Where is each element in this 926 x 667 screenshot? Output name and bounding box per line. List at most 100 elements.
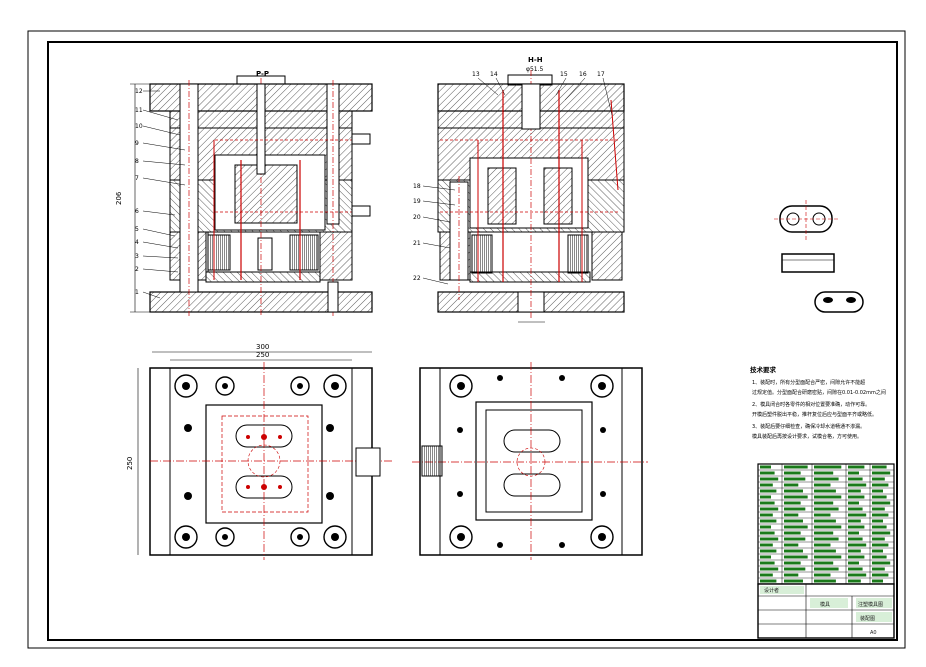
parts-list-cell-fill	[760, 483, 773, 487]
parts-list-cell-fill	[784, 555, 808, 559]
parts-list-cell-fill	[760, 525, 771, 529]
parts-list-cell-fill	[814, 567, 839, 571]
parts-list-cell-fill	[872, 489, 883, 493]
drawing-title: 注塑模具图	[858, 601, 883, 608]
plan-view-left: 300 250 250	[126, 343, 392, 560]
parts-list-cell-fill	[872, 555, 887, 559]
part-number: 12	[135, 88, 143, 95]
parts-list-cell-fill	[760, 561, 775, 565]
parts-list-cell-fill	[872, 567, 885, 571]
parts-list-cell-fill	[784, 537, 806, 541]
part-number: 9	[135, 140, 139, 147]
parts-list-cell-fill	[814, 477, 839, 481]
parts-list-cell-fill	[760, 471, 775, 475]
section-scale: φ51.5	[526, 66, 544, 73]
part-number: 11	[135, 107, 143, 114]
tech-note-line: 模具装配后再按设计要求，试模合格，方可使用。	[752, 433, 862, 440]
part-number: 22	[413, 275, 421, 282]
parts-list-cell-fill	[872, 501, 891, 505]
parts-list-cell-fill	[814, 537, 839, 541]
parts-list-cell-fill	[784, 495, 808, 499]
title-block: 设计者 模具 注塑模具图 装配图 A0	[757, 463, 895, 639]
parts-list-cell-fill	[848, 555, 865, 559]
part-number: 14	[490, 71, 498, 78]
parts-list-cell-fill	[814, 489, 836, 493]
parts-list-cell-fill	[848, 501, 859, 505]
tech-note-line: 开模后塑件脱出平稳，推杆复位后应与型面平齐或略低。	[752, 411, 877, 418]
parts-list-cell-fill	[872, 531, 891, 535]
parts-list-cell-fill	[760, 495, 771, 499]
technical-requirements: 技术要求 1、装配时，所有分型面配合严密，间隙允许不能超 过规定值。分型面配合研…	[750, 365, 886, 440]
parts-list-cell-fill	[848, 549, 861, 553]
part-numbers-left: 12 11 10 9 8 7 6 5 4 3 2 1	[135, 88, 186, 299]
front-section-view: P-P	[115, 70, 373, 316]
part-number: 16	[579, 71, 587, 78]
parts-list-cell-fill	[814, 549, 836, 553]
parts-list-cell-fill	[872, 525, 887, 529]
parts-list-cell-fill	[848, 477, 863, 481]
part-label: 模具	[820, 601, 830, 608]
parts-list-cell-fill	[760, 549, 777, 553]
section-label-front: P-P	[256, 70, 269, 78]
parts-list-cell-fill	[814, 531, 834, 535]
parts-list-cell-fill	[848, 471, 859, 475]
parts-list-cell-fill	[784, 561, 801, 565]
parts-list-cell-fill	[760, 531, 775, 535]
part-number: 5	[135, 226, 139, 233]
parts-list-cell-fill	[760, 501, 775, 505]
parts-list-cell-fill	[760, 507, 779, 511]
parts-list-cell-fill	[872, 477, 885, 481]
parts-list-cell-fill	[814, 543, 831, 547]
parts-list-cell-fill	[848, 525, 865, 529]
inner-frame	[47, 41, 898, 641]
parts-list-cell-fill	[848, 507, 863, 511]
parts-list-cell-fill	[872, 483, 889, 487]
parts-list-cell-fill	[872, 471, 891, 475]
parts-list-cell-fill	[784, 573, 799, 577]
parts-list-cell-fill	[872, 495, 887, 499]
parts-list-cell-fill	[784, 471, 801, 475]
parts-list-cell-fill	[848, 489, 861, 493]
parts-list-cell-fill	[848, 537, 863, 541]
parts-list-cell-fill	[814, 525, 842, 529]
part-number: 17	[597, 71, 605, 78]
plan-view-right	[412, 362, 648, 560]
parts-list-cell-fill	[760, 567, 779, 571]
part-isometric-sketches	[774, 200, 864, 313]
outer-frame	[27, 30, 906, 649]
parts-list-cell-fill	[872, 579, 883, 583]
tech-note-line: 过规定值。分型面配合研磨密贴，间隙在0.01-0.02mm之间	[752, 389, 886, 396]
part-number: 4	[135, 239, 139, 246]
part-number: 10	[135, 123, 143, 130]
parts-list-cell-fill	[784, 519, 803, 523]
parts-list-cell-fill	[848, 543, 867, 547]
parts-list-cell-fill	[760, 555, 771, 559]
parts-list-cell-fill	[872, 543, 889, 547]
parts-list-cell-fill	[760, 579, 777, 583]
tech-note-line: 1、装配时，所有分型面配合严密，间隙允许不能超	[752, 379, 865, 386]
tech-notes-title: 技术要求	[750, 365, 777, 374]
parts-list-cell-fill	[784, 507, 806, 511]
parts-list-cell-fill	[848, 579, 861, 583]
parts-list-cell-fill	[872, 573, 889, 577]
tech-note-line: 3、装配后要仔细检查，确保冷却水道畅通不渗漏。	[752, 423, 865, 430]
section-label-side: H-H	[528, 56, 543, 64]
parts-list-cell-fill	[872, 561, 891, 565]
parts-list-cell-fill	[848, 567, 863, 571]
part-number: 6	[135, 208, 139, 215]
parts-list-cell-fill	[760, 465, 771, 469]
dimension-width-outer: 300	[256, 343, 269, 351]
parts-list-cell-fill	[814, 483, 831, 487]
parts-list-cell-fill	[784, 579, 803, 583]
parts-list-rows	[758, 463, 894, 583]
parts-list-cell-fill	[848, 483, 867, 487]
parts-list-cell-fill	[814, 573, 831, 577]
parts-list-cell-fill	[784, 465, 808, 469]
parts-list-cell-fill	[784, 501, 801, 505]
parts-list-cell-fill	[872, 465, 887, 469]
part-number: 21	[413, 240, 421, 247]
part-number: 7	[135, 175, 139, 182]
part-number: 20	[413, 214, 421, 221]
side-section-view: H-H φ51.5	[437, 56, 625, 323]
